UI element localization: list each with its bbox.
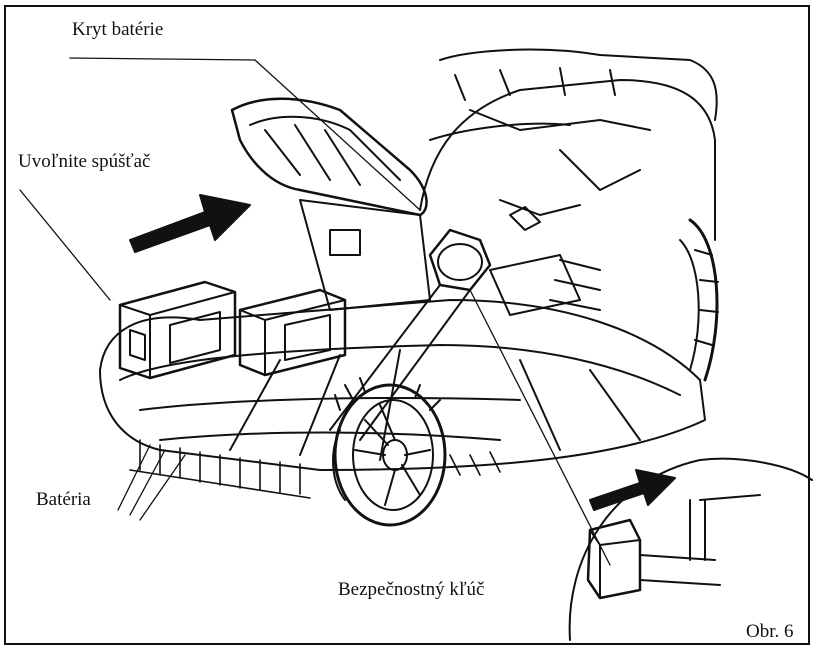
deck-comb xyxy=(129,439,501,499)
figure-frame xyxy=(4,5,810,645)
battery-cover xyxy=(230,97,428,217)
label-battery-cover: Kryt batérie xyxy=(72,19,164,40)
leader-lines xyxy=(19,57,611,566)
safety-key-rod xyxy=(329,228,492,441)
label-release-trigger: Uvoľnite spúšťač xyxy=(18,151,151,172)
battery-compartment xyxy=(299,199,431,311)
battery-inserted xyxy=(238,288,347,377)
label-battery: Batéria xyxy=(36,489,91,510)
arrow-icon xyxy=(129,194,251,253)
arrow-icon xyxy=(589,469,676,511)
side-wheel xyxy=(679,218,719,382)
mower-handle xyxy=(419,48,718,316)
battery-loose xyxy=(118,280,237,380)
label-safety-key: Bezpečnostný kľúč xyxy=(338,579,485,600)
detail-inset xyxy=(568,457,813,641)
mower-deck xyxy=(99,299,706,471)
figure-number: Obr. 6 xyxy=(746,621,794,642)
rear-wheel xyxy=(332,377,447,527)
